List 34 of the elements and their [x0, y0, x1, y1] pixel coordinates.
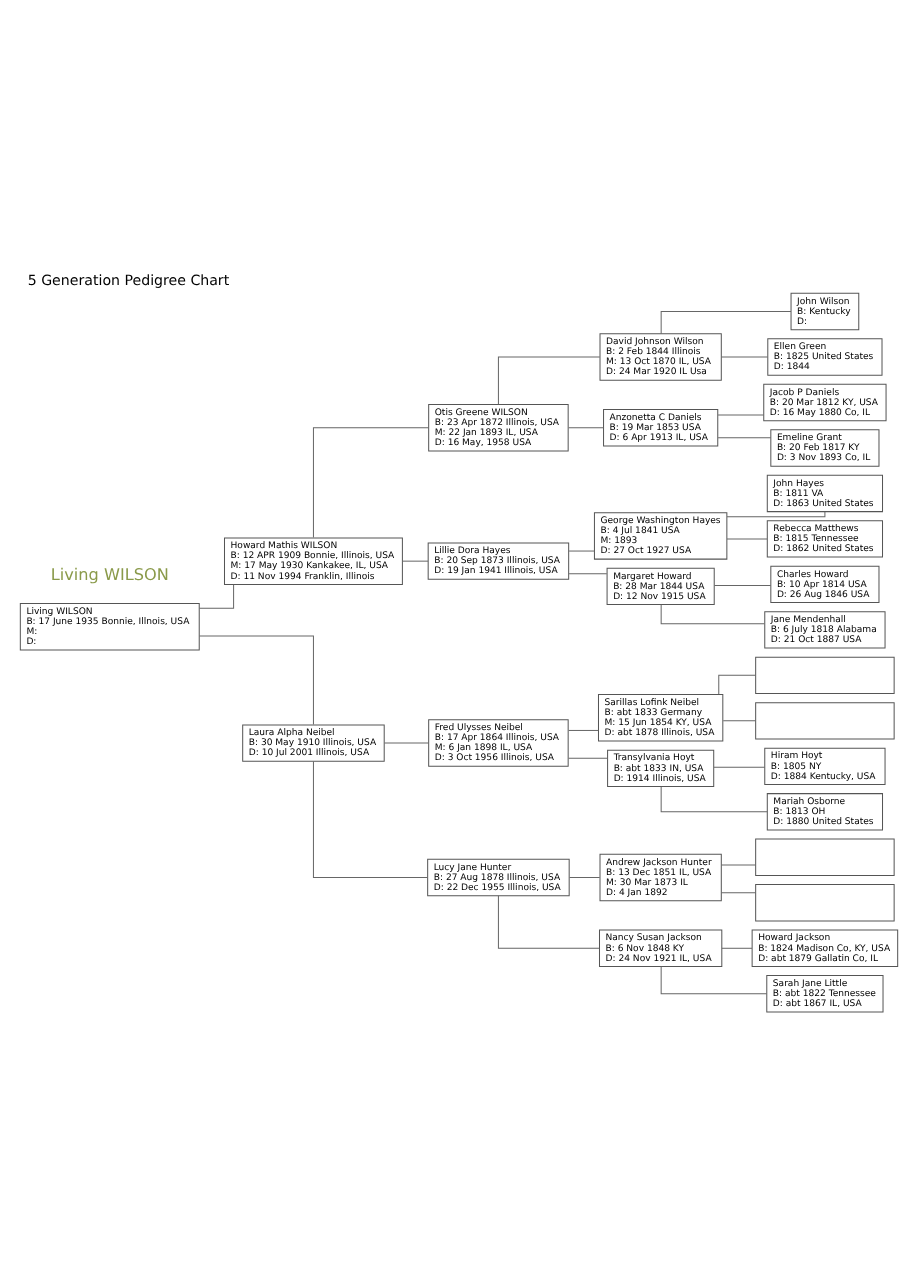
connector — [720, 891, 757, 893]
connector — [401, 559, 429, 561]
connector — [717, 436, 772, 438]
connector — [497, 355, 601, 404]
connector — [660, 603, 765, 624]
connector — [568, 756, 608, 758]
connector — [569, 876, 601, 878]
connector — [717, 413, 765, 415]
connector — [720, 863, 757, 865]
connector — [568, 426, 604, 428]
connector — [660, 310, 792, 334]
connector — [726, 537, 768, 539]
connector — [568, 572, 608, 574]
connector — [660, 785, 768, 812]
connector — [497, 894, 600, 948]
connector — [720, 355, 769, 357]
connector — [713, 765, 766, 767]
connector — [198, 583, 235, 608]
connector — [722, 719, 757, 721]
label: Living WILSON — [50, 563, 169, 584]
connector — [660, 965, 768, 994]
connector — [718, 673, 757, 694]
node-box — [755, 883, 895, 921]
node-box — [755, 837, 895, 875]
connector — [383, 741, 430, 743]
connector — [721, 946, 753, 948]
node-box — [755, 655, 895, 694]
connector — [312, 426, 429, 538]
connector — [198, 634, 314, 724]
connector — [568, 728, 599, 730]
connector — [568, 549, 595, 551]
connector — [713, 583, 772, 585]
connector — [312, 760, 428, 878]
node-box — [755, 701, 895, 739]
